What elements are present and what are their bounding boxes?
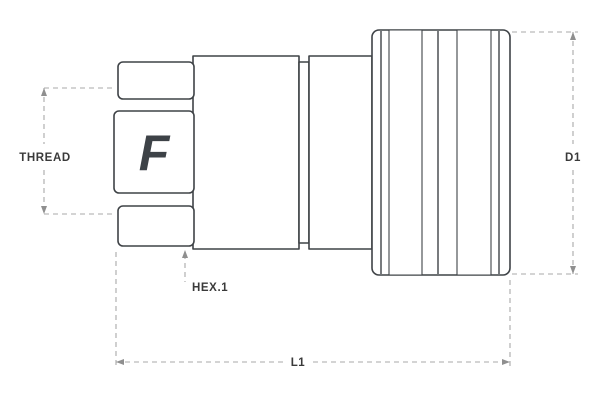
arrow-down-icon [570, 266, 576, 274]
brand-logo-letter: F [139, 125, 171, 181]
dimension-annotations: THREAD HEX.1 D1 [19, 31, 581, 369]
dimension-l1: L1 [115, 252, 511, 369]
sleeve-band-left [388, 29, 423, 276]
arrow-up-icon [182, 250, 188, 258]
arrow-down-icon [41, 206, 47, 214]
arrow-up-icon [41, 88, 47, 96]
coupler-body [192, 55, 300, 250]
hex-nut-top-flat [117, 61, 195, 100]
dimension-hex: HEX.1 [182, 250, 228, 294]
sleeve-band-right [456, 29, 492, 276]
arrow-right-icon [502, 359, 510, 365]
arrow-left-icon [116, 359, 124, 365]
dimension-thread: THREAD [19, 87, 116, 215]
l1-label: L1 [291, 357, 306, 369]
coupling-parts: F [113, 29, 511, 276]
coupler-collar [308, 55, 373, 250]
hex-nut-front-flat [113, 110, 195, 194]
d1-label: D1 [565, 152, 581, 164]
hex-nut-bottom-flat [117, 205, 195, 247]
dimension-d1: D1 [512, 31, 581, 275]
coupler-groove [298, 61, 310, 244]
thread-label: THREAD [19, 152, 71, 164]
hex-label: HEX.1 [192, 282, 228, 294]
arrow-up-icon [570, 32, 576, 40]
